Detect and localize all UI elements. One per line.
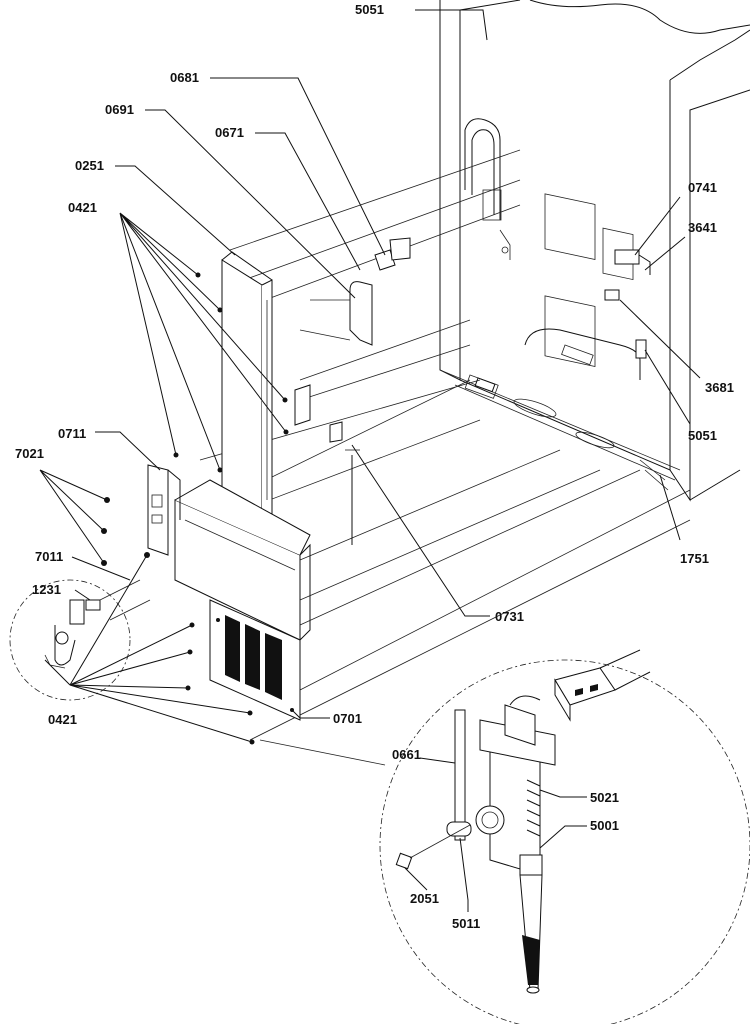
- callout-labels: 5051 0681 0691 0671 0251 0421 0741 3641 …: [15, 2, 734, 931]
- label-0661: 0661: [392, 747, 421, 762]
- housing: [174, 479, 311, 641]
- grille-0701: [209, 599, 301, 721]
- cabinet-back-panel: [439, 0, 750, 502]
- label-7011: 7011: [35, 549, 63, 564]
- label-0421-top: 0421: [68, 200, 97, 215]
- detail-circle-large: [259, 649, 750, 1024]
- label-3641: 3641: [688, 220, 717, 235]
- label-0701: 0701: [333, 711, 362, 726]
- label-7021: 7021: [15, 446, 44, 461]
- label-5021: 5021: [590, 790, 619, 805]
- label-5011: 5011: [452, 916, 480, 931]
- label-2051: 2051: [410, 891, 439, 906]
- label-0421-bottom: 0421: [48, 712, 77, 727]
- label-0691: 0691: [105, 102, 134, 117]
- label-0251: 0251: [75, 158, 104, 173]
- brackets-0681-0671: [294, 237, 411, 545]
- label-0711: 0711: [58, 426, 86, 441]
- leader-lines: [39, 9, 701, 912]
- detail-circle-small: [9, 579, 151, 701]
- label-0731: 0731: [495, 609, 524, 624]
- label-0681: 0681: [170, 70, 199, 85]
- label-0741: 0741: [688, 180, 717, 195]
- label-5001: 5001: [590, 818, 619, 833]
- label-5051-right: 5051: [688, 428, 717, 443]
- label-1751: 1751: [680, 551, 709, 566]
- label-3681: 3681: [705, 380, 734, 395]
- panel-0251: [221, 251, 273, 521]
- label-5051-top: 5051: [355, 2, 384, 17]
- bracket-0711: [147, 464, 181, 556]
- label-0671: 0671: [215, 125, 244, 140]
- label-1231: 1231: [32, 582, 61, 597]
